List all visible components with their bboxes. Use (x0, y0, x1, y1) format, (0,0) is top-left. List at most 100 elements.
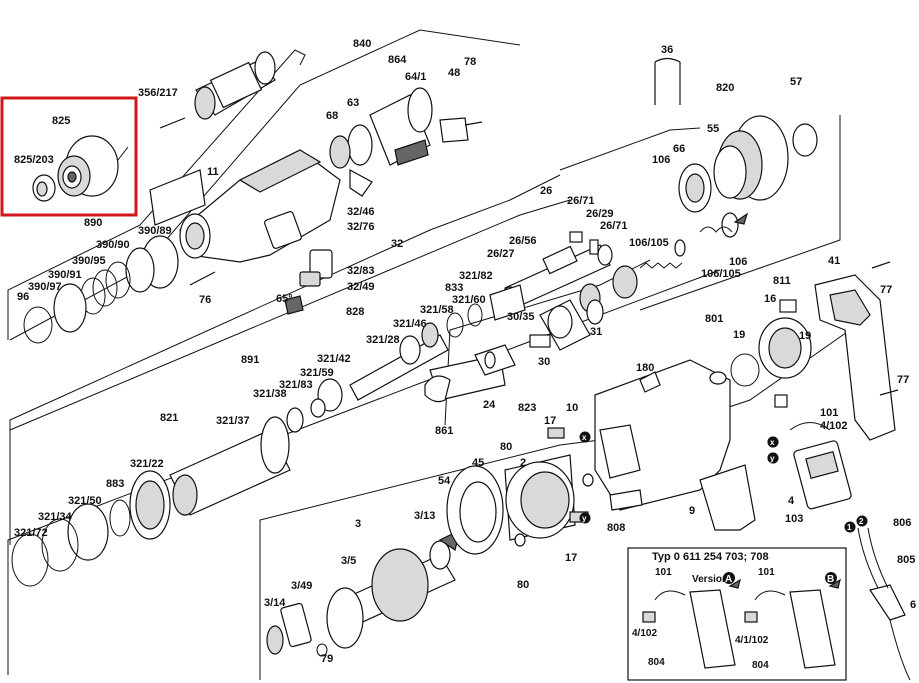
callout-31: 31 (590, 326, 602, 338)
callout-26-56: 26/56 (509, 235, 537, 247)
callout-11: 11 (207, 166, 219, 178)
connector-marks: xyxyxy12 (579, 431, 868, 533)
callout-19a: 19 (733, 329, 745, 341)
callout-labels: 825825/203356/217840864487864/1686336820… (14, 38, 916, 665)
callout-63: 63 (347, 97, 359, 109)
callout-825: 825 (52, 115, 70, 127)
part-41-handle (814, 261, 899, 441)
callout-825-203: 825/203 (14, 154, 54, 166)
callout-3: 3 (355, 518, 361, 530)
part-823-clip (424, 344, 516, 403)
connector-mark-yc: y (770, 454, 775, 463)
callout-80a: 80 (500, 441, 512, 453)
callout-811: 811 (773, 275, 791, 287)
callout-180: 180 (636, 362, 654, 374)
callout-57: 57 (790, 76, 802, 88)
callout-55: 55 (707, 123, 719, 135)
inset-version-label: Version (692, 574, 728, 585)
callout-17b: 17 (565, 552, 577, 564)
callout-106-105b: 106/105 (701, 268, 741, 280)
callout-4-102a: 4/102 (820, 420, 848, 432)
callout-390-90: 390/90 (96, 239, 130, 251)
callout-820: 820 (716, 82, 734, 94)
callout-3-5: 3/5 (341, 555, 356, 567)
callout-76: 76 (199, 294, 211, 306)
callout-30: 30 (538, 356, 550, 368)
callout-321-82: 321/82 (459, 270, 493, 282)
callout-861: 861 (435, 425, 453, 437)
callout-390-95: 390/95 (72, 255, 106, 267)
connector-badge-n1 (844, 521, 856, 533)
callout-106a: 106 (652, 154, 670, 166)
callout-321-28: 321/28 (366, 334, 400, 346)
callout-805: 805 (897, 554, 915, 566)
connector-mark-n2: 2 (859, 517, 864, 526)
callout-77a: 77 (880, 284, 892, 296)
part-chuck (194, 51, 276, 120)
callout-833: 833 (445, 282, 463, 294)
callout-32-49: 32/49 (347, 281, 375, 293)
callout-54: 54 (438, 475, 451, 487)
callout-321-46: 321/46 (393, 318, 427, 330)
connector-badge-xc (767, 436, 779, 448)
part-820-bearing-housing (654, 57, 818, 238)
callout-3-14: 3/14 (264, 597, 286, 609)
connector-mark-xa: x (582, 433, 587, 442)
callout-19b: 19 (799, 330, 811, 342)
callout-79: 79 (321, 653, 333, 665)
callout-26: 26 (540, 185, 552, 197)
inset-label-4-1-102: 4/1/102 (735, 635, 769, 646)
inset-label-4-102: 4/102 (632, 628, 657, 639)
part-9-motor-housing (547, 359, 756, 531)
callout-78: 78 (464, 56, 476, 68)
callout-24: 24 (483, 399, 496, 411)
callout-808: 808 (607, 522, 625, 534)
callout-321-38: 321/38 (253, 388, 287, 400)
connector-mark-ya: y (582, 514, 587, 523)
callout-801: 801 (705, 313, 723, 325)
callout-101: 101 (820, 407, 838, 419)
inset-version-a: A (725, 574, 732, 585)
part-16-brush-holder (730, 299, 812, 408)
callout-321-59: 321/59 (300, 367, 334, 379)
callout-321-34: 321/34 (38, 511, 73, 523)
callout-32-83: 32/83 (347, 265, 375, 277)
part-gear-sleeve (329, 87, 483, 169)
inset-texts: Typ 0 611 254 703; 708 Version A B 101 1… (632, 551, 837, 671)
callout-356-217: 356/217 (138, 87, 178, 99)
callout-390-91: 390/91 (48, 269, 82, 281)
callout-80b: 80 (517, 579, 529, 591)
callout-36: 36 (661, 44, 673, 56)
callout-64-1: 64/1 (405, 71, 426, 83)
callout-321-83: 321/83 (279, 379, 313, 391)
callout-390-97: 390/97 (28, 281, 62, 293)
callout-2: 2 (520, 457, 526, 469)
callout-66: 66 (673, 143, 685, 155)
part-30-drive (529, 299, 604, 351)
callout-321-37: 321/37 (216, 415, 250, 427)
part-3-armature (266, 528, 461, 657)
part-32-selector (284, 168, 373, 315)
inset-panel (627, 547, 847, 681)
callout-891: 891 (241, 354, 259, 366)
part-11-housing (149, 149, 341, 263)
callout-10: 10 (566, 402, 578, 414)
version-b-badge (825, 572, 837, 584)
part-828-shaft (310, 284, 526, 418)
connector-mark-xc: x (770, 438, 775, 447)
callout-45: 45 (472, 457, 484, 469)
callout-26-71a: 26/71 (567, 195, 595, 207)
callout-16: 16 (764, 293, 776, 305)
callout-26-27: 26/27 (487, 248, 515, 260)
callout-65deg: 65° (276, 293, 293, 305)
part-890-rings (23, 235, 216, 344)
highlight-box (0, 96, 138, 217)
part-825-nose-cap (32, 135, 129, 202)
callout-840: 840 (353, 38, 371, 50)
callout-48: 48 (448, 67, 460, 79)
inset-label-804a: 804 (648, 657, 665, 668)
callout-828: 828 (346, 306, 364, 318)
callout-321-50: 321/50 (68, 495, 102, 507)
part-6-cable (857, 527, 911, 681)
